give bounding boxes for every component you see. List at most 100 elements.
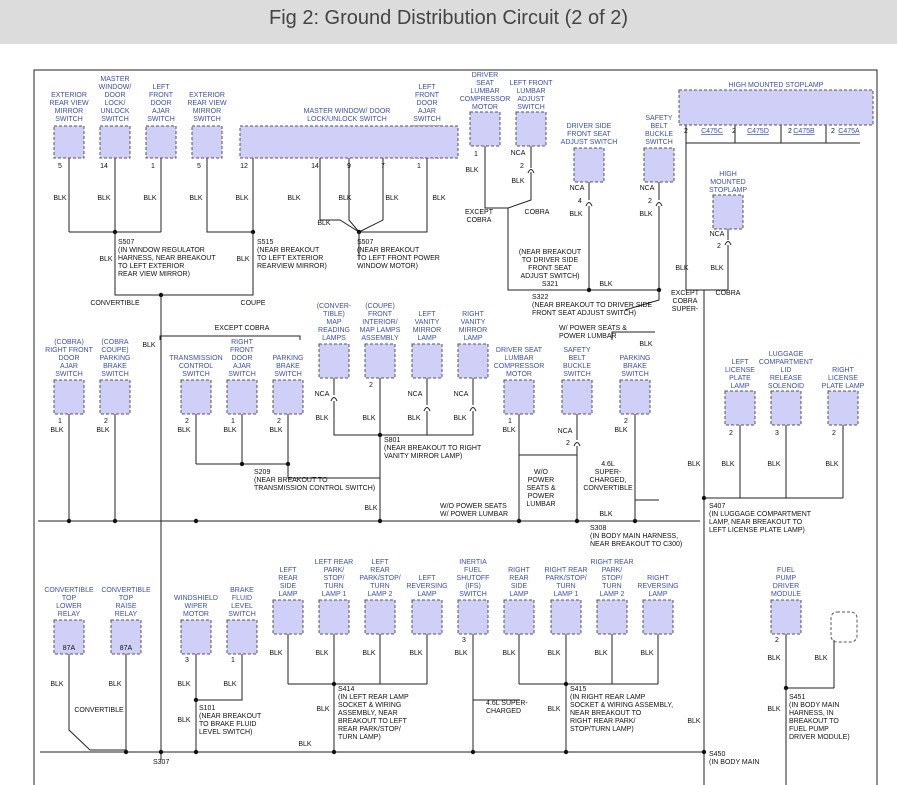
component-name: LAMP 2 bbox=[368, 591, 393, 598]
nca-label: NCA bbox=[511, 150, 526, 157]
nca-label: NCA bbox=[640, 185, 655, 192]
splice-label-S451: DRIVER MODULE) bbox=[789, 734, 850, 741]
splice-label-S451: (IN BODY MAIN bbox=[789, 702, 839, 709]
splice-label-S451: BREAKOUT TO bbox=[789, 718, 839, 725]
wire-color-blk: BLK bbox=[687, 461, 701, 468]
component-name: SOLENOID bbox=[768, 383, 804, 390]
wire-color-blk: BLK bbox=[502, 650, 516, 657]
component-name: INTERIOR/ bbox=[362, 319, 397, 326]
splice-label-S209: S209 bbox=[254, 469, 270, 476]
splice-label-S101: LEVEL SWITCH) bbox=[199, 729, 252, 736]
component-name: AJAR bbox=[60, 363, 78, 370]
component-c34 bbox=[364, 599, 396, 635]
component-name: SWITCH bbox=[55, 371, 83, 378]
component-name: CONVERTIBLE bbox=[44, 587, 94, 594]
component-name: RIGHT REAR bbox=[590, 559, 633, 566]
component-name: PARKING bbox=[273, 355, 304, 362]
ground-wire bbox=[704, 245, 729, 291]
option-label: EXCEPT COBRA bbox=[215, 325, 270, 332]
ground-wire bbox=[589, 206, 660, 291]
wire-color-blk: BLK bbox=[639, 341, 653, 348]
component-name: VANITY bbox=[415, 319, 440, 326]
component-name: LUMBAR bbox=[516, 88, 545, 95]
component-name: SEAT bbox=[476, 80, 494, 87]
component-name: COMPRESSOR bbox=[494, 363, 545, 370]
wire-color-blk: BLK bbox=[50, 427, 64, 434]
component-name: DOOR bbox=[417, 100, 438, 107]
component-name: AJAR bbox=[418, 108, 436, 115]
splice-label-S414: REAR PARK/STOP/ bbox=[338, 726, 401, 733]
option-label: CHARGED, bbox=[590, 477, 627, 484]
nca-connector bbox=[527, 169, 535, 174]
nca-label: NCA bbox=[315, 391, 330, 398]
component-name: FRONT bbox=[149, 92, 174, 99]
wire-color-blk: BLK bbox=[453, 415, 467, 422]
splice-dot bbox=[239, 461, 245, 467]
splice-label-S101: (NEAR BREAKOUT bbox=[199, 713, 262, 720]
component-name: LEVEL bbox=[231, 603, 253, 610]
splice-label-S321: FRONT SEAT bbox=[528, 265, 572, 272]
splice-label-S451: FUEL PUMP bbox=[789, 726, 829, 733]
component-name: EXTERIOR bbox=[189, 92, 225, 99]
wire-color-blk: BLK bbox=[767, 461, 781, 468]
ground-wire bbox=[507, 208, 589, 291]
splice-label-S414: TURN LAMP) bbox=[338, 734, 381, 741]
component-c4 bbox=[191, 125, 223, 159]
splice-dot bbox=[516, 518, 522, 524]
pin-number: 7 bbox=[381, 163, 385, 170]
ground-wire bbox=[484, 146, 508, 209]
pin-number: 1 bbox=[58, 418, 62, 425]
component-name: REAR bbox=[278, 575, 297, 582]
component-name: FUEL bbox=[464, 567, 482, 574]
wire-color-blk: BLK bbox=[177, 717, 191, 724]
wire-color-blk: BLK bbox=[675, 265, 689, 272]
component-name: RELAY bbox=[115, 611, 138, 618]
component-name: REVERSING bbox=[406, 583, 447, 590]
nca-label: NCA bbox=[710, 231, 725, 238]
wire-color-blk: BLK bbox=[362, 650, 376, 657]
wire-color-blk: BLK bbox=[569, 211, 583, 218]
component-name: LAMP bbox=[509, 591, 528, 598]
component-name: COMPARTMENT bbox=[759, 359, 814, 366]
splice-label-S407: LAMP, NEAR BREAKOUT TO bbox=[709, 519, 803, 526]
component-name: SWITCH bbox=[517, 104, 545, 111]
nca-label: NCA bbox=[570, 185, 585, 192]
option-label: 4.6L bbox=[601, 461, 615, 468]
option-label: COBRA bbox=[673, 298, 698, 305]
splice-dot bbox=[193, 518, 199, 524]
splice-label-S415: SOCKET & WIRING ASSEMBLY, bbox=[570, 702, 673, 709]
wire-color-blk: BLK bbox=[269, 427, 283, 434]
splice-label-S515: S515 bbox=[257, 239, 273, 246]
component-name: BRAKE bbox=[623, 363, 647, 370]
component-name: COUPE) bbox=[101, 347, 128, 354]
component-name: LAMP bbox=[648, 591, 667, 598]
pin-number: 4 bbox=[578, 198, 582, 205]
pin-number: 2 bbox=[520, 163, 524, 170]
splice-label-S308: S308 bbox=[590, 525, 606, 532]
component-name: BELT bbox=[651, 123, 669, 130]
splice-label-S414: (IN LEFT REAR LAMP bbox=[338, 694, 409, 701]
component-name: CONTROL bbox=[179, 363, 213, 370]
component-name: LEFT bbox=[418, 575, 436, 582]
pin-number: 2 bbox=[104, 418, 108, 425]
pin-number: 2 bbox=[648, 198, 652, 205]
splice-label-S407: (IN LUGGAGE COMPARTMENT bbox=[709, 511, 812, 518]
component-name: PLATE LAMP bbox=[822, 383, 865, 390]
ground-wire bbox=[358, 158, 384, 233]
component-name: MAP bbox=[326, 319, 342, 326]
component-name: (COBRA bbox=[101, 339, 129, 346]
pin-number: 87A bbox=[63, 645, 76, 652]
splice-label-S507a: (IN WINDOW REGULATOR bbox=[118, 247, 205, 254]
component-name: PUMP bbox=[776, 575, 797, 582]
nca-connector bbox=[655, 202, 663, 207]
ground-wire bbox=[159, 335, 301, 340]
wire-color-blk: BLK bbox=[364, 505, 378, 512]
pin-number: 5 bbox=[197, 163, 201, 170]
component-name: LEFT REAR bbox=[315, 559, 353, 566]
splice-dot bbox=[66, 518, 72, 524]
fuel-pump-symbol bbox=[830, 611, 858, 643]
component-name: DOOR bbox=[105, 92, 126, 99]
component-name: LUGGAGE bbox=[769, 351, 804, 358]
wire-color-blk: BLK bbox=[315, 650, 329, 657]
